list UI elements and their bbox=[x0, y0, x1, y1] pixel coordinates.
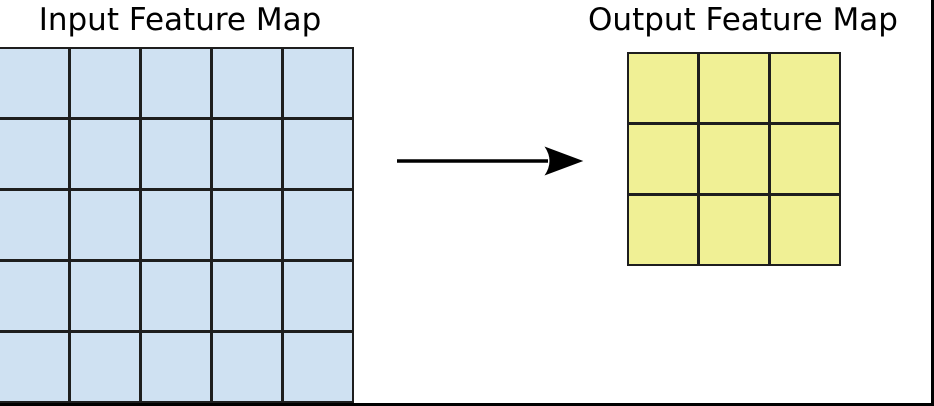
grid-cell bbox=[284, 120, 352, 188]
grid-cell bbox=[142, 120, 210, 188]
grid-cell bbox=[771, 196, 839, 264]
grid-cell bbox=[284, 333, 352, 401]
grid-cell bbox=[0, 262, 68, 330]
grid-cell bbox=[700, 196, 768, 264]
grid-cell bbox=[213, 333, 281, 401]
grid-cell bbox=[142, 262, 210, 330]
grid-cell bbox=[71, 120, 139, 188]
grid-cell bbox=[142, 191, 210, 259]
input-feature-map-title: Input Feature Map bbox=[38, 2, 322, 38]
grid-cell bbox=[0, 191, 68, 259]
grid-cell bbox=[213, 120, 281, 188]
grid-cell bbox=[213, 49, 281, 117]
grid-cell bbox=[0, 120, 68, 188]
grid-cell bbox=[213, 262, 281, 330]
grid-cell bbox=[213, 191, 281, 259]
grid-cell bbox=[700, 54, 768, 122]
grid-cell bbox=[771, 125, 839, 193]
output-feature-map-title: Output Feature Map bbox=[588, 2, 898, 38]
grid-cell bbox=[629, 125, 697, 193]
grid-cell bbox=[0, 333, 68, 401]
arrow-head bbox=[544, 146, 584, 176]
grid-cell bbox=[71, 333, 139, 401]
grid-cell bbox=[0, 49, 68, 117]
grid-cell bbox=[71, 262, 139, 330]
grid-cell bbox=[629, 196, 697, 264]
output-feature-map-grid bbox=[627, 52, 841, 266]
grid-cell bbox=[771, 54, 839, 122]
grid-cell bbox=[71, 49, 139, 117]
grid-cell bbox=[629, 54, 697, 122]
grid-cell bbox=[71, 191, 139, 259]
grid-cell bbox=[284, 49, 352, 117]
arrow-right-icon bbox=[397, 146, 584, 176]
figure-border-right bbox=[931, 0, 934, 406]
grid-cell bbox=[284, 262, 352, 330]
grid-cell bbox=[284, 191, 352, 259]
grid-cell bbox=[700, 125, 768, 193]
figure-border-bottom bbox=[0, 403, 934, 406]
grid-cell bbox=[142, 49, 210, 117]
grid-cell bbox=[142, 333, 210, 401]
input-feature-map-grid bbox=[0, 47, 354, 403]
